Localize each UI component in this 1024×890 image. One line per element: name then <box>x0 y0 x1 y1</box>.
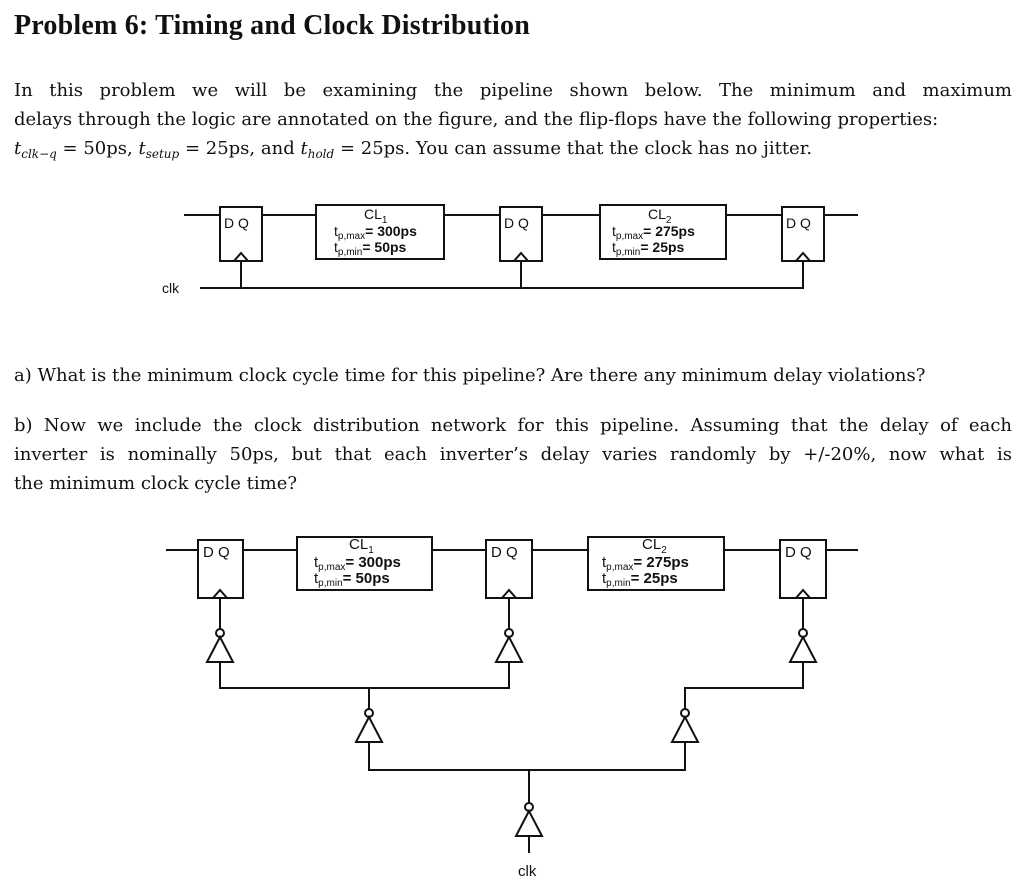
tsetup-symbol: tsetup <box>138 138 180 161</box>
tsetup-value: = 25ps, <box>184 138 256 159</box>
tclkq-value: = 50ps, <box>62 138 133 159</box>
question-a-text: a) What is the minimum clock cycle time … <box>14 365 926 386</box>
ff-label: D Q <box>491 544 518 561</box>
cl1-tmax: tp,max= 300ps <box>334 223 417 242</box>
intro-line-2: delays through the logic are annotated o… <box>14 109 939 130</box>
cl2-tmax: tp,max= 275ps <box>602 554 689 573</box>
clock-tree-figure: D Q D Q D Q clk CL1 tp,max= 300ps tp,min… <box>166 536 858 880</box>
ff-label: D Q <box>786 215 811 231</box>
clock-branch-root <box>368 742 686 771</box>
tclkq-symbol: tclk−q <box>14 138 57 161</box>
clock-branch-left <box>219 662 510 689</box>
intro-line-3-tail: You can assume that the clock has no jit… <box>415 138 813 159</box>
and-word: and <box>260 138 295 159</box>
clock-input-triangle <box>212 588 228 599</box>
clock-input-triangle <box>513 251 529 262</box>
thold-value: = 25ps. <box>339 138 411 159</box>
intro-line-1: In this problem we will be examining the… <box>14 80 1012 101</box>
tsetup-subscript: setup <box>145 147 180 161</box>
cl2-title: CL2 <box>648 206 672 226</box>
intro-line-3: tclk−q = 50ps, tsetup = 25ps, and thold … <box>14 134 1012 169</box>
clock-input-triangle <box>795 588 811 599</box>
question-b-line-1: b) Now we include the clock distribution… <box>14 415 1012 436</box>
logic-block-cl1 <box>315 204 445 260</box>
cl1-tmin: tp,min= 50ps <box>314 570 390 589</box>
cl2-tmax: tp,max= 275ps <box>612 223 695 242</box>
clock-branch-right <box>684 662 804 709</box>
logic-block-cl1 <box>296 536 433 591</box>
ff-label: D Q <box>203 544 230 561</box>
cl2-title: CL2 <box>642 536 667 556</box>
problem-title: Problem 6: Timing and Clock Distribution <box>14 10 530 41</box>
logic-block-cl2 <box>587 536 725 591</box>
cl1-tmin: tp,min= 50ps <box>334 239 407 258</box>
cl1-tmax: tp,max= 300ps <box>314 554 401 573</box>
intro-paragraph: In this problem we will be examining the… <box>14 76 1012 169</box>
tclkq-subscript: clk−q <box>21 147 57 161</box>
inverter-icon <box>514 808 544 837</box>
logic-block-cl2 <box>599 204 727 260</box>
cl2-tmin: tp,min= 25ps <box>612 239 685 258</box>
clock-input-triangle <box>795 251 811 262</box>
question-b: b) Now we include the clock distribution… <box>14 411 1012 498</box>
ff-label: D Q <box>504 215 529 231</box>
inverter-icon <box>788 634 818 663</box>
cl1-title: CL1 <box>364 206 388 226</box>
clock-input-triangle <box>501 588 517 599</box>
question-b-line-2: inverter is nominally 50ps, but that eac… <box>14 444 1012 465</box>
ff-label: D Q <box>785 544 812 561</box>
inverter-icon <box>494 634 524 663</box>
thold-subscript: hold <box>307 147 335 161</box>
inverter-icon <box>670 714 700 743</box>
pipeline-figure: D Q D Q D Q clk CL1 tp,max= 300ps tp,min… <box>162 204 858 296</box>
clk-label: clk <box>162 280 180 296</box>
clk-label: clk <box>518 863 537 880</box>
inverter-icon <box>205 634 235 663</box>
inverter-icon <box>354 714 384 743</box>
question-a: a) What is the minimum clock cycle time … <box>14 361 1012 390</box>
clock-input-triangle <box>233 251 249 262</box>
cl1-title: CL1 <box>349 536 374 556</box>
ff-label: D Q <box>224 215 249 231</box>
question-b-line-3: the minimum clock cycle time? <box>14 473 298 494</box>
cl2-tmin: tp,min= 25ps <box>602 570 678 589</box>
thold-symbol: thold <box>300 138 335 161</box>
